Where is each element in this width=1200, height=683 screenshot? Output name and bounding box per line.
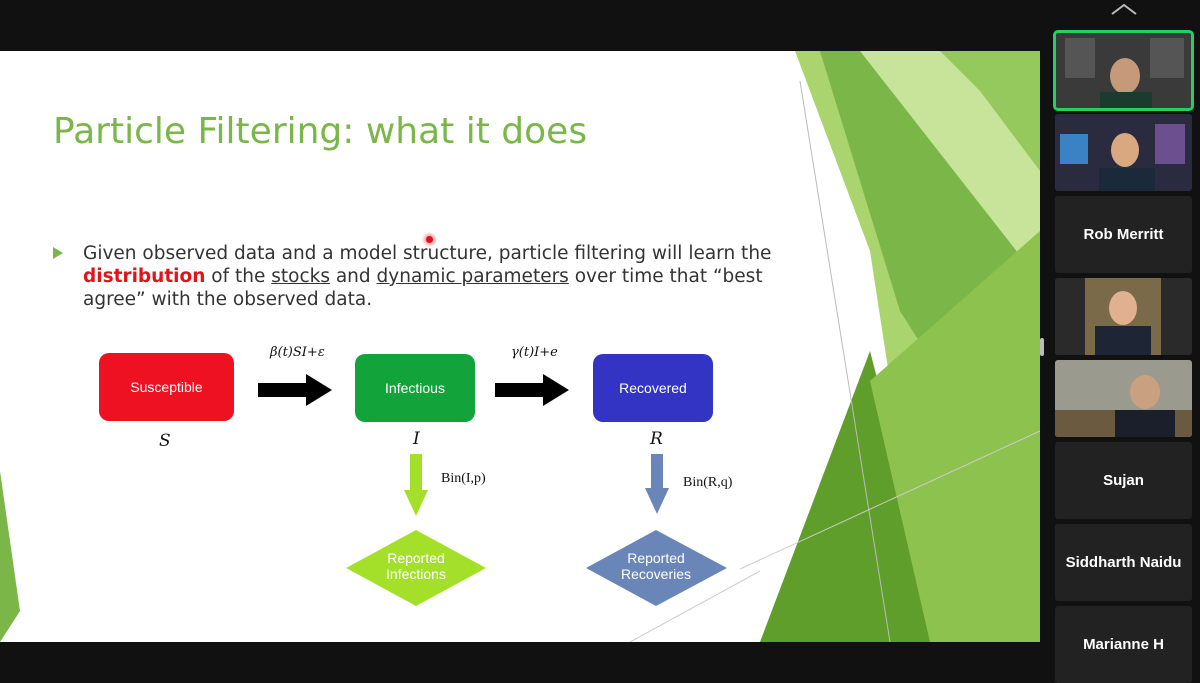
laser-pointer <box>426 236 433 243</box>
bin-ip-label: Bin(I,p) <box>441 471 486 486</box>
participant-name: Rob Merritt <box>1083 226 1164 243</box>
letter-r: R <box>650 429 663 449</box>
participant-tile-siddharth-naidu[interactable]: Siddharth Naidu <box>1055 524 1192 601</box>
bullet-stocks: stocks <box>271 266 330 287</box>
participant-name: Marianne H <box>1083 636 1164 653</box>
arrow-down-green-icon <box>404 454 428 516</box>
slide-bullet: Given observed data and a model structur… <box>53 242 773 311</box>
node-susceptible: Susceptible <box>99 353 234 421</box>
bullet-triangle-icon <box>53 247 63 259</box>
reported-recoveries-line2: Recoveries <box>620 566 692 582</box>
participant-video-tile-3[interactable] <box>1055 278 1192 355</box>
node-infectious: Infectious <box>355 354 475 422</box>
bin-rq-label: Bin(R,q) <box>683 475 733 490</box>
participant-tile-sujan[interactable]: Sujan <box>1055 442 1192 519</box>
arrow-i-to-r-icon <box>495 374 569 406</box>
slide-title: Particle Filtering: what it does <box>53 111 588 152</box>
bullet-text-part2: of the <box>205 266 272 287</box>
diamond-reported-recoveries <box>586 530 727 606</box>
reported-infections-line1: Reported <box>387 550 445 566</box>
node-recovered: Recovered <box>593 354 713 422</box>
panel-resize-handle[interactable] <box>1040 338 1044 356</box>
participant-video-1 <box>1055 32 1192 109</box>
arrow-s-to-i-icon <box>258 374 332 406</box>
diamond-reported-infections <box>346 530 486 606</box>
participant-video-4 <box>1055 360 1192 437</box>
reported-recoveries-label: Reported Recoveries <box>611 550 701 582</box>
participant-name: Siddharth Naidu <box>1065 554 1182 571</box>
bullet-text-part3: and <box>329 266 377 287</box>
participant-video-2 <box>1055 114 1192 191</box>
bullet-dynamic-parameters: dynamic parameters <box>376 266 569 287</box>
participant-name: Sujan <box>1103 472 1144 489</box>
arrow-down-blue-icon <box>645 454 669 514</box>
participant-tile-marianne-h[interactable]: Marianne H <box>1055 606 1192 683</box>
beta-rate-label: β(t)SI+ε <box>270 345 325 360</box>
reported-recoveries-line1: Reported <box>627 550 685 566</box>
participant-video-3 <box>1055 278 1192 355</box>
letter-i: I <box>413 429 420 449</box>
gamma-rate-label: γ(t)I+e <box>511 345 558 360</box>
bullet-highlight-distribution: distribution <box>83 266 206 287</box>
participant-tile-rob-merritt[interactable]: Rob Merritt <box>1055 196 1192 273</box>
bullet-text-part4: over time that “best agree” with the obs… <box>83 266 763 310</box>
letter-s: S <box>159 431 171 451</box>
shared-slide: Particle Filtering: what it does Given o… <box>0 51 1040 642</box>
participant-video-tile-1[interactable] <box>1053 30 1194 111</box>
participant-video-tile-4[interactable] <box>1055 360 1192 437</box>
slide-decoration <box>0 51 1040 642</box>
chevron-up-icon[interactable] <box>1110 2 1138 16</box>
reported-infections-label: Reported Infections <box>376 550 456 582</box>
bullet-text: Given observed data and a model structur… <box>83 242 773 311</box>
bullet-text-part1: Given observed data and a model structur… <box>83 243 772 264</box>
participant-video-tile-2[interactable] <box>1055 114 1192 191</box>
reported-infections-line2: Infections <box>386 566 446 582</box>
